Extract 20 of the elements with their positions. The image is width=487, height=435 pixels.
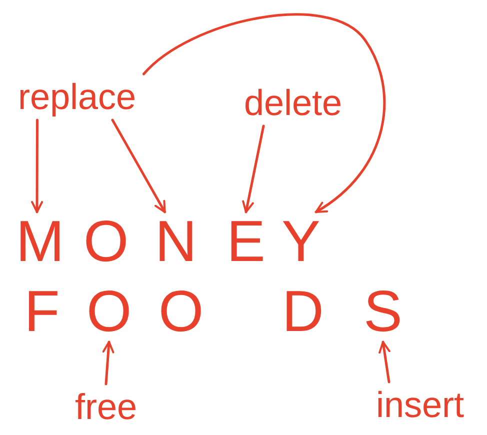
- arrow: [102, 340, 114, 386]
- annotation-word: insert: [376, 387, 464, 423]
- annotation-word: delete: [244, 85, 342, 121]
- letter: N: [155, 213, 197, 271]
- letter: F: [24, 283, 60, 341]
- letter: O: [83, 213, 129, 271]
- letter: O: [86, 283, 132, 341]
- letter: M: [16, 213, 64, 271]
- arrow: [111, 118, 166, 214]
- letter: S: [364, 283, 402, 341]
- arrow: [142, 13, 386, 214]
- letter: D: [282, 283, 324, 341]
- arrow: [378, 340, 390, 384]
- annotation-word: replace: [18, 79, 136, 115]
- arrow: [242, 124, 265, 214]
- letter: O: [158, 283, 204, 341]
- letter: Y: [282, 213, 320, 271]
- arrow: [31, 118, 44, 214]
- letter: E: [226, 213, 266, 271]
- annotation-word: free: [74, 389, 138, 425]
